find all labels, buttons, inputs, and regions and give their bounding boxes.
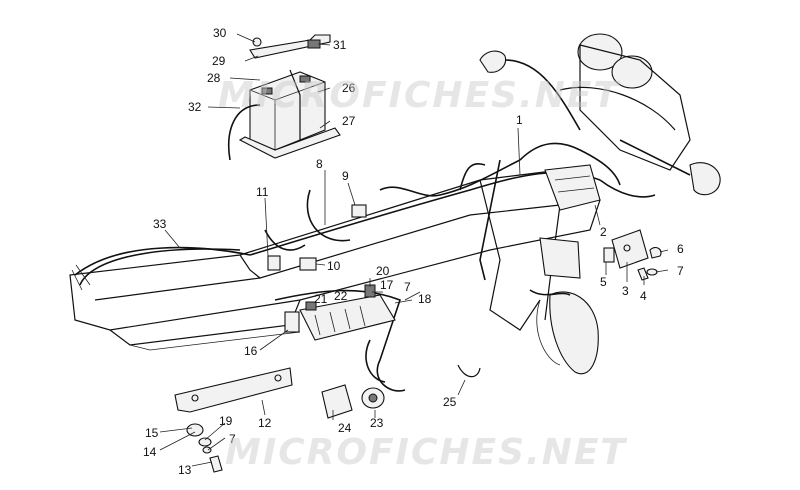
callout-25: 25 bbox=[443, 395, 457, 409]
ground-cable-33 bbox=[71, 248, 241, 291]
callout-17: 17 bbox=[380, 278, 394, 292]
battery-tray bbox=[238, 127, 341, 159]
callout-6: 6 bbox=[677, 242, 684, 256]
callout-2: 2 bbox=[600, 225, 607, 239]
callout-7-right: 7 bbox=[677, 264, 684, 278]
callout-26: 26 bbox=[342, 81, 356, 95]
washer-7-right bbox=[646, 268, 658, 276]
callout-11: 11 bbox=[256, 185, 269, 199]
frame bbox=[69, 169, 601, 375]
leader-lines bbox=[159, 33, 669, 467]
regulator bbox=[544, 164, 601, 211]
callout-31: 31 bbox=[333, 38, 347, 52]
callout-16: 16 bbox=[244, 344, 258, 358]
callout-14: 14 bbox=[143, 445, 157, 459]
washer-19 bbox=[198, 437, 212, 447]
connector-9 bbox=[351, 204, 367, 218]
relay bbox=[284, 311, 300, 333]
callout-4: 4 bbox=[640, 289, 647, 303]
callout-8: 8 bbox=[316, 157, 323, 171]
control-unit bbox=[539, 237, 581, 279]
callout-20: 20 bbox=[376, 264, 390, 278]
callout-13: 13 bbox=[178, 463, 192, 477]
battery-lead bbox=[228, 104, 261, 161]
callout-29: 29 bbox=[212, 54, 226, 68]
grommet-14 bbox=[186, 423, 204, 437]
connector-10 bbox=[299, 257, 317, 271]
flasher-5 bbox=[603, 247, 615, 263]
callout-5: 5 bbox=[600, 275, 607, 289]
callout-21: 21 bbox=[314, 292, 328, 306]
callout-27: 27 bbox=[342, 114, 356, 128]
clamp-25 bbox=[457, 364, 481, 378]
headlight-assembly bbox=[479, 33, 721, 196]
screw-13 bbox=[209, 455, 223, 473]
callout-7-left: 7 bbox=[229, 432, 236, 446]
callout-10: 10 bbox=[327, 259, 341, 273]
callout-18: 18 bbox=[418, 292, 432, 306]
fuse-box bbox=[299, 284, 396, 341]
callout-28: 28 bbox=[207, 71, 221, 85]
callout-7-center: 7 bbox=[404, 280, 411, 294]
horn-23 bbox=[361, 387, 385, 409]
bracket-3 bbox=[611, 229, 649, 269]
callout-24: 24 bbox=[338, 421, 352, 435]
callout-12: 12 bbox=[258, 416, 272, 430]
washer-7-left bbox=[202, 446, 212, 454]
callout-3: 3 bbox=[622, 284, 629, 298]
callout-30: 30 bbox=[213, 26, 227, 40]
callout-1: 1 bbox=[516, 113, 523, 127]
connector-11 bbox=[267, 255, 281, 271]
screw-4 bbox=[637, 267, 649, 281]
battery bbox=[249, 69, 326, 151]
bracket-plate-12 bbox=[174, 367, 293, 413]
clip-6 bbox=[649, 247, 662, 259]
battery-strap bbox=[249, 34, 331, 59]
callout-labels: 1 2 3 4 5 6 7 7 7 8 9 10 11 12 13 14 15 … bbox=[143, 26, 684, 477]
callout-9: 9 bbox=[342, 169, 349, 183]
callout-19: 19 bbox=[219, 414, 233, 428]
callout-33: 33 bbox=[153, 217, 167, 231]
mount-24 bbox=[321, 384, 353, 419]
callout-22: 22 bbox=[334, 289, 348, 303]
callout-32: 32 bbox=[188, 100, 202, 114]
callout-15: 15 bbox=[145, 426, 159, 440]
callout-23: 23 bbox=[370, 416, 384, 430]
